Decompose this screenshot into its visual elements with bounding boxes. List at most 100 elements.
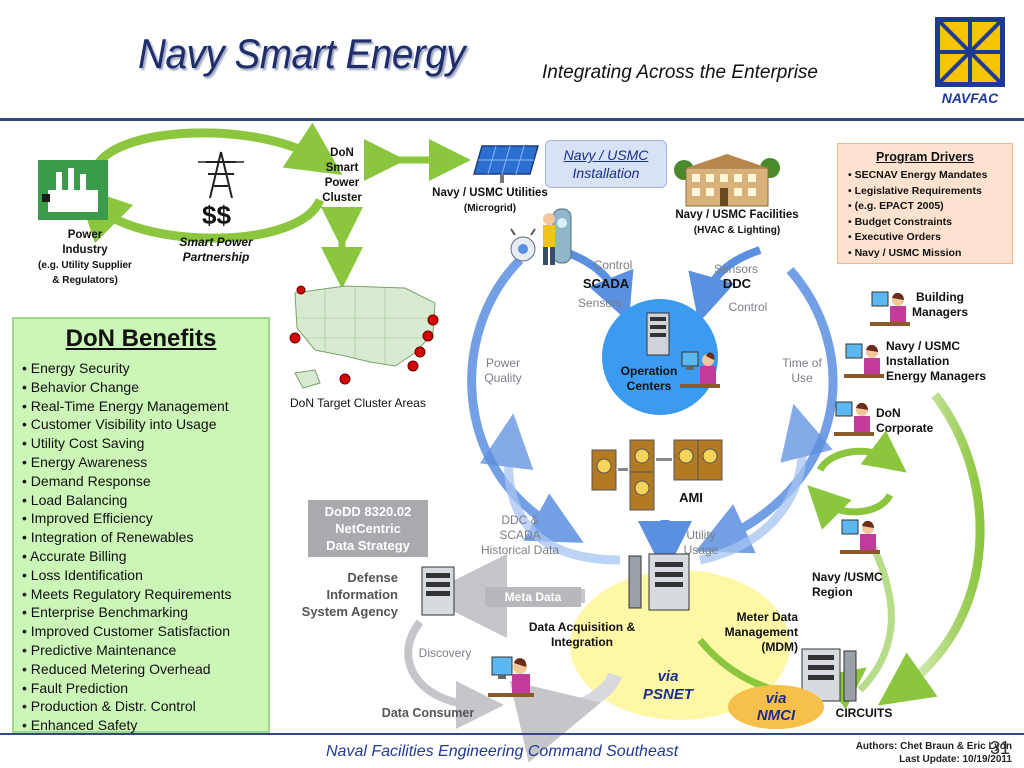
daq-label: Data Acquisition & Integration [528, 620, 636, 649]
historical-data-label: DDC & SCADA Historical Data [480, 513, 560, 557]
building-managers-label: Building Managers [911, 290, 969, 319]
benefit-item: • Integration of Renewables [22, 529, 194, 546]
disa-label: Defense Information System Agency [301, 570, 398, 619]
installation-box: Navy / USMC Installation [545, 140, 667, 188]
don-smart-power-cluster-label: DoN Smart Power Cluster [322, 147, 362, 204]
ami-label: AMI [679, 490, 703, 505]
control-right-label: Control [728, 300, 768, 314]
program-driver-item: • SECNAV Energy Mandates [848, 169, 988, 181]
money-symbol: $$ [202, 200, 231, 230]
sensors-right-label: Sensors [713, 262, 759, 276]
discovery-label: Discovery [418, 646, 472, 660]
smart-power-partnership-label: Smart Power Partnership [179, 235, 253, 264]
meter-technician-icon [510, 208, 572, 265]
disa-server-icon [421, 566, 455, 616]
power-quality-label: Power Quality [484, 356, 522, 385]
operation-centers-label: Operation Centers [620, 364, 678, 393]
cycle-arc-bottom-right [699, 403, 833, 565]
benefit-item: • Fault Prediction [22, 679, 129, 696]
program-driver-item: • Executive Orders [848, 231, 941, 243]
mdm-label: Meter Data Management (MDM) [724, 610, 798, 654]
page-title: Navy Smart Energy [138, 30, 466, 77]
power-plant-icon [38, 160, 108, 220]
region-label: Navy /USMC Region [812, 570, 883, 599]
header-divider [0, 118, 1024, 121]
navfac-logo-text: NAVFAC [942, 90, 999, 106]
transmission-tower-icon [198, 151, 244, 199]
benefit-item: • Meets Regulatory Requirements [22, 585, 232, 602]
benefit-item: • Predictive Maintenance [22, 641, 177, 658]
benefit-item: • Accurate Billing [22, 547, 127, 564]
dodd-data-strategy-box: DoDD 8320.02 NetCentric Data Strategy [308, 500, 428, 557]
ops-operator-icon [680, 351, 720, 388]
solar-panel-icon [473, 145, 539, 183]
psnet-label: via PSNET [642, 668, 693, 703]
program-driver-item: • (e.g. EPACT 2005) [848, 200, 944, 212]
facilities-label: Navy / USMC Facilities (HVAC & Lighting) [675, 209, 799, 236]
power-industry-label: Power Industry (e.g. Utility Supplier & … [38, 229, 132, 286]
program-drivers-list: • SECNAV Energy Mandates • Legislative Re… [848, 168, 987, 261]
benefit-item: • Reduced Metering Overhead [22, 660, 211, 677]
us-map-icon [289, 285, 439, 389]
benefit-item: • Customer Visibility into Usage [22, 416, 217, 433]
data-consumer-icon [488, 656, 534, 697]
benefit-item: • Production & Distr. Control [22, 698, 196, 715]
cycle-arc-bottom-left [479, 413, 621, 565]
program-driver-item: • Legislative Requirements [848, 184, 982, 197]
right-users-arc [857, 538, 895, 693]
partnership-loop-bottom [75, 185, 325, 244]
nmci-label: via NMCI [728, 685, 824, 729]
benefit-item: • Behavior Change [22, 378, 139, 395]
benefit-item: • Enhanced Safety [22, 717, 138, 734]
partnership-loop-top [90, 122, 343, 175]
building-managers-icon [870, 291, 910, 326]
corporate-loop-a [816, 430, 907, 473]
don-benefits-box: DoN Benefits • Energy Security • Behavior… [12, 317, 270, 733]
footer-divider [0, 733, 1024, 735]
don-benefits-title: DoN Benefits [65, 325, 217, 352]
navfac-logo-icon: NAVFAC [935, 17, 1005, 106]
corporate-loop-b [807, 485, 894, 530]
page-subtitle: Integrating Across the Enterprise [542, 62, 818, 83]
slide-number: 31 [990, 738, 1011, 758]
cycle-arc-left [467, 256, 584, 543]
benefit-item: • Energy Security [22, 360, 130, 376]
time-of-use-label: Time of Use [782, 356, 822, 385]
ami-meters-icon [591, 439, 723, 511]
ddc-label: DDC [722, 276, 752, 291]
footer-authors: Authors: Chet Braun & Eric Lyon Last Upd… [855, 741, 1012, 765]
program-drivers-box: Program Drivers • SECNAV Energy Mandates… [837, 143, 1013, 264]
benefit-item: • Enterprise Benchmarking [22, 604, 188, 621]
circuits-label: CIRCUITS [835, 706, 893, 720]
footer-org: Naval Facilities Engineering Command Sou… [326, 743, 679, 760]
installation-energy-managers-label: Navy / USMC Installation Energy Managers [886, 339, 987, 383]
program-drivers-title: Program Drivers [876, 150, 974, 164]
data-consumer-label: Data Consumer [381, 706, 475, 720]
don-corporate-icon [834, 401, 874, 436]
benefit-item: • Real-Time Energy Management [22, 397, 229, 414]
benefit-item: • Loss Identification [22, 566, 143, 583]
region-icon [840, 519, 880, 554]
ddc-arrow [688, 246, 762, 324]
map-caption: DoN Target Cluster Areas [290, 396, 426, 410]
benefit-item: • Energy Awareness [22, 453, 148, 470]
utility-usage-label: Utility Usage [683, 528, 719, 557]
psnet-ellipse [570, 570, 790, 720]
benefit-item: • Utility Cost Saving [22, 435, 145, 452]
scada-label: SCADA [582, 276, 630, 291]
discovery-arrow [404, 619, 504, 729]
don-corporate-label: DoN Corporate [876, 406, 934, 435]
ops-server-icon [646, 312, 670, 356]
benefit-item: • Load Balancing [22, 491, 128, 508]
utilities-label: Navy / USMC Utilities (Microgrid) [432, 187, 548, 214]
benefit-item: • Improved Efficiency [22, 510, 153, 527]
control-left-label: Control [593, 258, 633, 272]
benefit-item: • Improved Customer Satisfaction [22, 623, 230, 640]
program-driver-item: • Navy / USMC Mission [848, 246, 962, 259]
daq-server-icon [628, 553, 690, 611]
benefit-item: • Demand Response [22, 472, 151, 489]
installation-energy-managers-icon [844, 343, 884, 378]
meta-data-box: Meta Data [485, 587, 581, 607]
right-green-arc [877, 392, 985, 706]
facilities-building-icon [674, 154, 780, 207]
